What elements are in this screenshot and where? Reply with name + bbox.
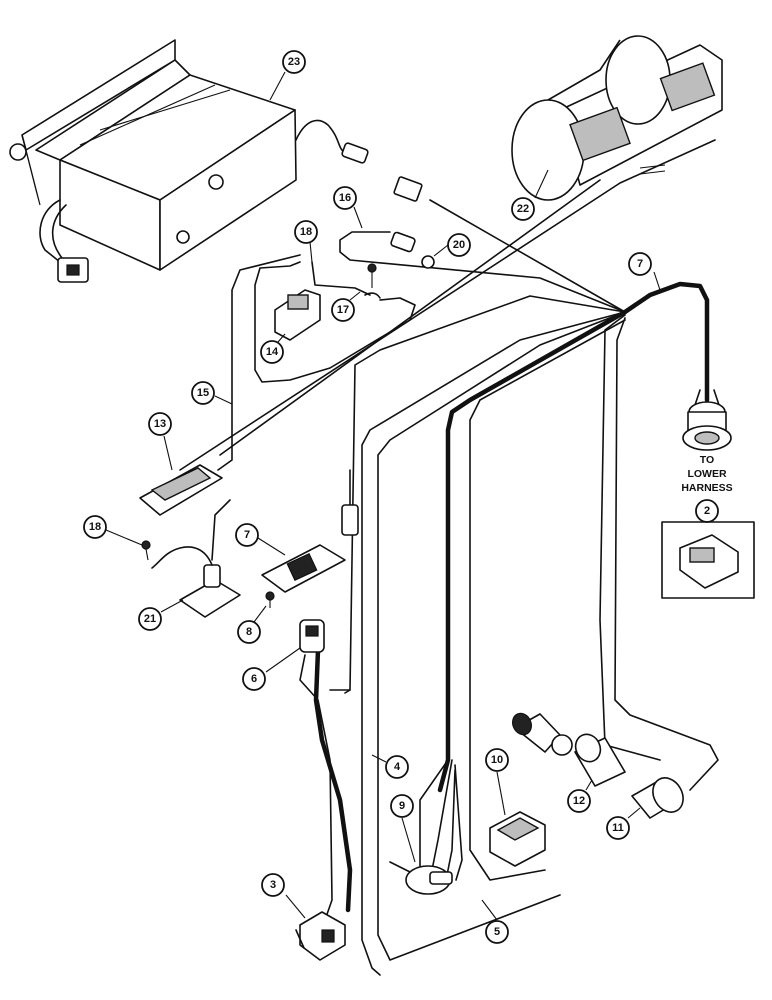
wire-loop-10 [469, 319, 626, 881]
screw-8 [265, 591, 275, 608]
blower-motor [511, 35, 723, 201]
svg-text:13: 13 [154, 418, 166, 430]
wire-loop-outer [344, 295, 626, 694]
callout-13: 13 [148, 412, 172, 436]
lower-harness-connector [682, 389, 732, 451]
wire-radio-lead [429, 199, 626, 313]
relay-10 [489, 811, 546, 867]
detail-box-2 [661, 521, 755, 599]
svg-text:12: 12 [573, 795, 585, 807]
callout-16: 16 [333, 186, 357, 210]
callout-4: 4 [385, 755, 409, 779]
svg-text:5: 5 [494, 926, 500, 938]
svg-text:23: 23 [288, 56, 300, 68]
note-line-1: TO [700, 454, 714, 466]
wire-loop-12 [599, 314, 661, 761]
callout-8: 8 [237, 620, 261, 644]
note-line-2: LOWER [687, 468, 726, 480]
switch-21 [151, 546, 241, 618]
dome-light-13 [139, 464, 223, 516]
connector-6 [299, 619, 325, 653]
svg-text:7: 7 [244, 529, 250, 541]
callout-17: 17 [331, 298, 355, 322]
callout-21: 21 [138, 607, 162, 631]
wire-loop-4 [361, 311, 626, 976]
svg-text:9: 9 [399, 800, 405, 812]
svg-text:21: 21 [144, 613, 156, 625]
wire-21 [211, 499, 231, 561]
wire-blower-lead [179, 139, 716, 471]
svg-text:18: 18 [89, 521, 101, 533]
svg-text:16: 16 [339, 192, 351, 204]
svg-text:18: 18 [300, 226, 312, 238]
wire-heavy-3 [313, 647, 353, 913]
svg-text:4: 4 [394, 761, 401, 773]
lighter-element [512, 712, 573, 756]
svg-text:14: 14 [266, 346, 279, 358]
callout-18-top: 18 [294, 220, 318, 244]
leader-lines [105, 71, 661, 921]
inline-connector [341, 504, 359, 536]
wire-loop-11 [614, 317, 719, 791]
switch-9 [389, 861, 453, 895]
connector-7-mid [261, 544, 346, 593]
callout-5: 5 [485, 920, 509, 944]
svg-text:8: 8 [246, 626, 252, 638]
svg-text:3: 3 [270, 879, 276, 891]
callout-2: 2 [695, 499, 719, 523]
callout-7-mid: 7 [235, 523, 259, 547]
wire-loop-14 [254, 261, 416, 383]
callout-22: 22 [511, 197, 535, 221]
callout-6: 6 [242, 667, 266, 691]
callout-11: 11 [606, 816, 630, 840]
callout-14: 14 [260, 340, 284, 364]
callout-9: 9 [390, 794, 414, 818]
svg-text:11: 11 [612, 822, 624, 834]
callout-15: 15 [191, 381, 215, 405]
wire-heavy-lower [622, 281, 710, 403]
switch-3 [295, 911, 346, 961]
wire-heavy-9 [437, 309, 628, 793]
callout-7-top: 7 [628, 252, 652, 276]
connector-14 [274, 289, 321, 341]
svg-text:2: 2 [704, 505, 710, 517]
note-lower-harness: TO LOWER HARNESS [681, 454, 732, 494]
plug-11 [631, 777, 684, 819]
svg-text:17: 17 [337, 304, 349, 316]
radio-unit [9, 39, 423, 283]
callout-20: 20 [447, 233, 471, 257]
harness-wires [179, 139, 719, 976]
svg-text:7: 7 [637, 258, 643, 270]
wire-loop-5 [377, 311, 626, 961]
callout-18-left: 18 [83, 515, 107, 539]
callout-23: 23 [282, 50, 306, 74]
screw-18-top [364, 263, 381, 299]
callout-12: 12 [567, 789, 591, 813]
svg-text:6: 6 [251, 673, 257, 685]
svg-text:10: 10 [491, 754, 503, 766]
wire-15 [217, 254, 301, 471]
callout-10: 10 [485, 748, 509, 772]
wire-16 [339, 231, 626, 313]
socket-12 [574, 733, 626, 787]
callout-3: 3 [261, 873, 285, 897]
svg-text:15: 15 [197, 387, 209, 399]
svg-text:20: 20 [453, 239, 465, 251]
note-line-3: HARNESS [681, 482, 732, 494]
screw-18-left [141, 540, 151, 561]
sensor-20 [390, 231, 435, 269]
svg-text:22: 22 [517, 203, 529, 215]
